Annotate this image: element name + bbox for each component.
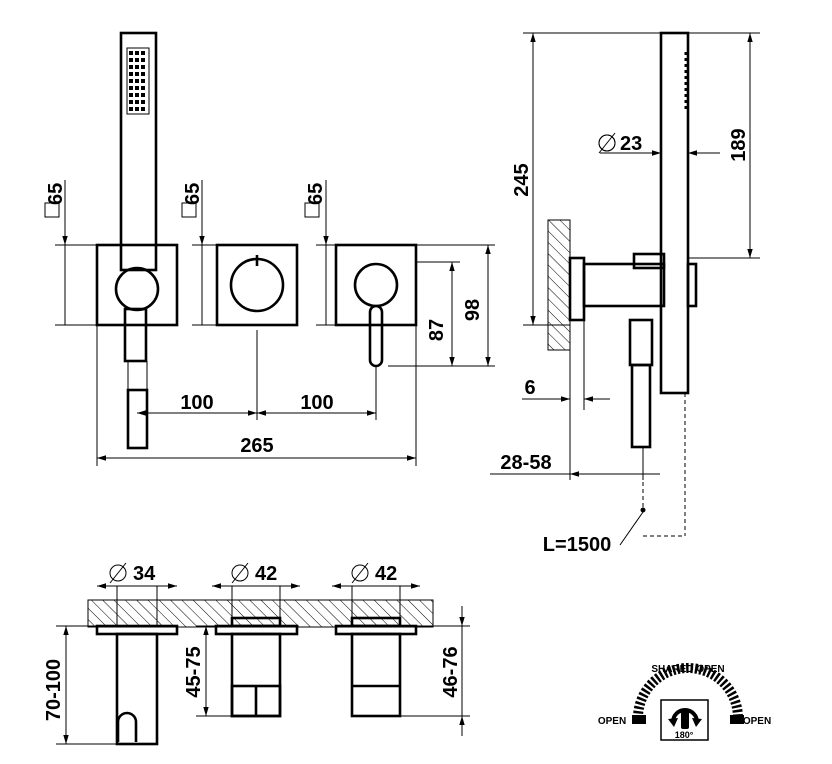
dim-245: 245	[511, 163, 533, 196]
holder-circle	[114, 266, 160, 312]
section-body-3	[350, 632, 402, 718]
square-65-label-2: 65	[181, 180, 217, 326]
svg-text:65: 65	[45, 183, 67, 205]
dim-diameter-42b: 42	[375, 563, 397, 585]
side-top-cap	[632, 252, 666, 270]
square-65-label-1: 65	[44, 180, 97, 326]
rotation-label: 180°	[675, 730, 694, 740]
wall-plate-shower-holder	[95, 243, 179, 327]
side-hand-shower	[659, 31, 690, 395]
front-view: 65 65 65 87 98	[44, 31, 495, 466]
shower-nozzles	[126, 47, 150, 115]
open-right-marker	[730, 715, 744, 724]
dim-diameter-34: 34	[133, 563, 156, 585]
dim-46-76: 46-76	[440, 646, 462, 697]
diverter-knob	[229, 257, 285, 313]
holder-arm	[123, 307, 148, 363]
wall-plate-diverter	[215, 243, 299, 327]
open-right-label: OPEN	[743, 716, 771, 727]
wall-plate-mixer	[334, 243, 418, 327]
side-hose-connector	[630, 363, 652, 449]
hose-length-label: L=1500	[543, 534, 611, 556]
section-view: 34 42 42 70-100 45-75 46-76	[43, 562, 470, 746]
section-cap-3	[350, 616, 402, 628]
dim-28-58: 28-58	[500, 452, 551, 474]
mixer-knob	[353, 262, 399, 308]
dim-98: 98	[462, 299, 484, 321]
rotation-arc	[633, 663, 743, 719]
dim-45-75: 45-75	[183, 646, 205, 697]
diameter-symbol-icon	[598, 134, 616, 152]
dim-189: 189	[728, 128, 750, 161]
section-cap-2	[230, 616, 282, 628]
svg-text:65: 65	[182, 183, 204, 205]
open-left-label: OPEN	[598, 716, 626, 727]
dim-70-100: 70-100	[43, 659, 65, 721]
side-holder-clip	[686, 262, 698, 308]
square-65-label-3: 65	[304, 180, 336, 326]
wall-hatch-band	[87, 599, 434, 628]
section-hook-1	[116, 711, 138, 742]
section-body-1	[115, 632, 159, 746]
rotate-arrow-icon	[671, 708, 699, 723]
mixer-lever	[368, 304, 384, 368]
svg-text:65: 65	[305, 183, 327, 205]
dim-6: 6	[524, 377, 535, 399]
dim-100-right: 100	[300, 392, 333, 414]
wall-section	[547, 219, 571, 351]
diverter-diagram: SHARED OPEN OPEN OPEN 180°	[598, 663, 771, 741]
dim-265: 265	[240, 435, 273, 457]
dim-diameter-42a: 42	[255, 563, 277, 585]
open-left-marker	[632, 715, 646, 724]
hose-connector	[126, 388, 149, 450]
knob-handle-icon	[681, 711, 689, 729]
side-view: 245 189 23 6 28-58 L=1500	[490, 31, 760, 556]
side-plate	[568, 256, 586, 322]
hand-shower-body	[119, 31, 158, 272]
dim-diameter-23: 23	[620, 133, 642, 155]
side-hose-joint	[628, 318, 654, 367]
side-body	[582, 262, 666, 308]
dim-100-left: 100	[180, 392, 213, 414]
dim-87: 87	[426, 319, 448, 341]
